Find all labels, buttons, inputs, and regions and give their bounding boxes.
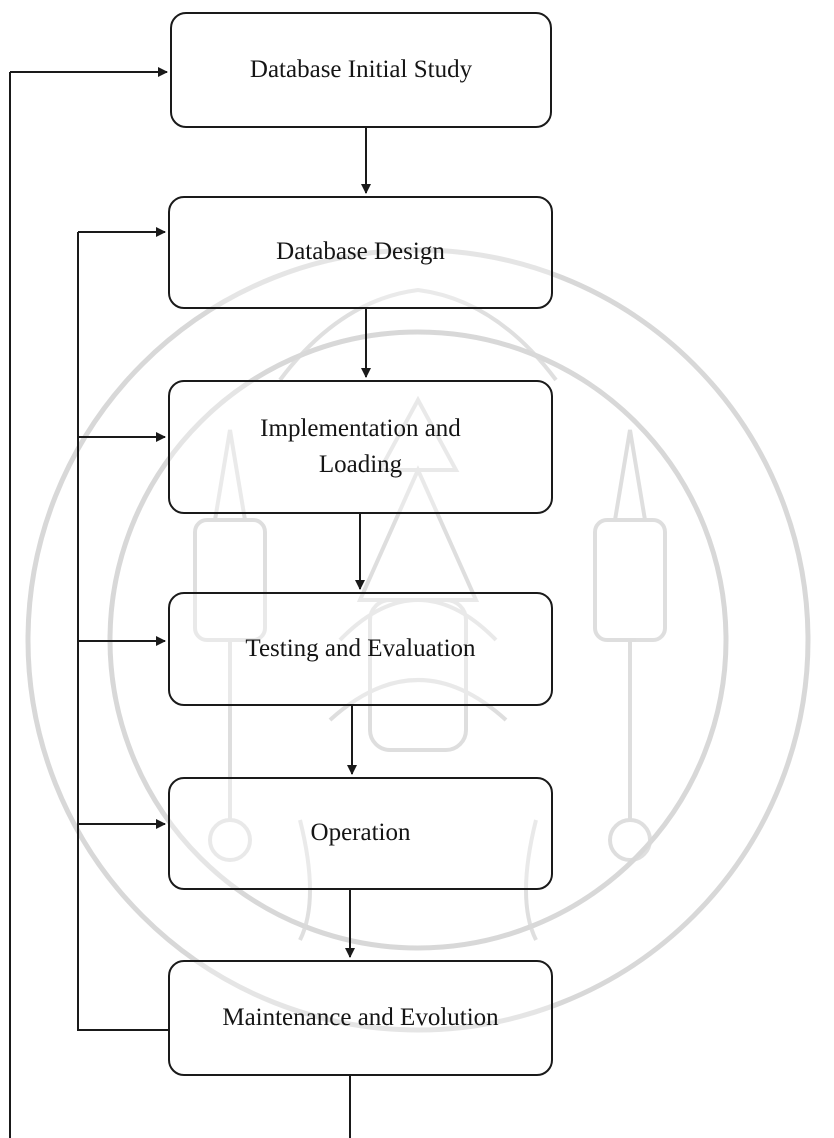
stage-database-initial-study: Database Initial Study [170,12,552,128]
stage-label: Operation [310,819,411,847]
stage-label: Database Design [276,238,445,266]
stage-testing-and-evaluation: Testing and Evaluation [168,592,553,706]
stage-maintenance-and-evolution: Maintenance and Evolution [168,960,553,1076]
stage-label: Testing and Evaluation [245,634,476,662]
feedback-inner-spine [77,232,168,1031]
stage-label: Database Initial Study [249,55,473,83]
stage-label: Implementation and Loading [260,414,461,478]
stage-label: Maintenance and Evolution [222,1003,499,1031]
stage-database-design: Database Design [168,196,553,309]
stage-implementation-and-loading: Implementation and Loading [168,380,553,514]
stage-operation: Operation [168,777,553,890]
